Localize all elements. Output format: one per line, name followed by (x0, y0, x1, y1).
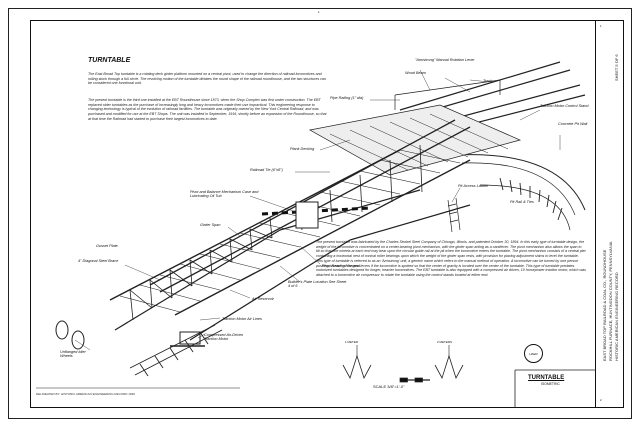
sheet-mark-1: 1 (600, 24, 602, 28)
label-diagonal-brace: 4" Diagonal Steel Brace (78, 259, 119, 263)
sheet-mark-2: 2 (600, 398, 602, 402)
idler-wheel-1 (55, 320, 69, 340)
label-pit-ladder: Pit Access Ladder (458, 184, 489, 188)
scale-bar (399, 377, 430, 383)
label-girder-span: Girder Span (200, 223, 221, 227)
leader-lines (74, 69, 561, 351)
girder-top-chord-right (174, 159, 471, 316)
approach-track-rail-1 (399, 61, 561, 111)
label-wood-beam: Wood Beam (405, 71, 426, 75)
top-page-number: 1 (318, 10, 320, 14)
girder-bottom-chord-left (114, 229, 281, 331)
idler-wheel-2 (71, 330, 85, 350)
pit-rail-arc (479, 184, 571, 231)
girder-bottom-chord-right (189, 239, 351, 341)
label-pit-wall: Concrete Pit Wall (558, 122, 588, 126)
plate-subtitle: ISOMETRIC (541, 382, 560, 386)
label-pivot-hangers: Pivot Bearing Hangers (322, 264, 360, 268)
label-railroad-tie: Railroad Tie (6"x8") (250, 168, 283, 172)
pipe-railing (394, 79, 501, 96)
detail-label-2: 2 METERS (437, 340, 453, 344)
pit-track-lower (129, 324, 223, 377)
haer-seal: HAER (524, 344, 543, 363)
label-pit-rail: Pit Rail & Ties (510, 200, 534, 204)
label-plank-decking: Plank Decking (290, 147, 315, 151)
deck-top (308, 104, 522, 176)
label-pivot-balance: Pivot and Balance Mechanism Case and Lub… (190, 190, 259, 198)
label-traction-stand: Traction Motor Control Stand (540, 104, 589, 108)
pit-wall-arc (454, 154, 586, 211)
label-air-reservoir: Air Reservoir (252, 297, 274, 301)
title-strip: EAST BROAD TOP RAILROAD & COAL CO., ROUN… (596, 20, 624, 408)
scale-label: SCALE 3/8"=1'-0" (373, 384, 405, 389)
label-track: Track (483, 79, 493, 83)
label-traction-motor: Compressed Air-Driven Traction Motor (204, 333, 244, 341)
intro-paragraph-1: The East Broad Top turntable is a rotati… (88, 72, 326, 86)
intro-paragraph-2: The present turntable is the third one i… (88, 98, 327, 121)
detail-label-1: 1 METER (345, 340, 359, 344)
detail-sketch-2 (434, 354, 464, 380)
outer-border (8, 8, 632, 419)
plate-title: TURNTABLE (528, 375, 565, 381)
pivot-case (295, 201, 319, 229)
pit-wall-inner-arc (461, 162, 576, 216)
drawing-frame (30, 20, 596, 408)
section-heading: TURNTABLE (88, 57, 131, 64)
label-gusset-plate: Gusset Plate (96, 244, 118, 248)
pit-access-ladder (447, 197, 461, 233)
signature-block: DELINEATED BY: HISTORIC AMERICAN ENGINEE… (36, 392, 135, 396)
girder-top-chord-left (109, 149, 401, 301)
label-idler-wheels: Unflanged Idler Wheels (60, 350, 86, 358)
deck-ties (119, 149, 461, 313)
lower-paragraph: The present turntable was fabricated by … (316, 240, 586, 277)
label-pipe-railing: Pipe Railing (1" dia) (330, 96, 364, 100)
label-air-lines: Traction Motor Air Lines (222, 317, 262, 321)
detail-sketch-1 (342, 354, 372, 380)
label-armstrong-lever: "Armstrong" Manual Rotation Lever (415, 58, 475, 62)
traction-motor (179, 331, 201, 345)
label-builders-plate: Builder's Plate Location See Sheet 4 of … (288, 280, 347, 288)
